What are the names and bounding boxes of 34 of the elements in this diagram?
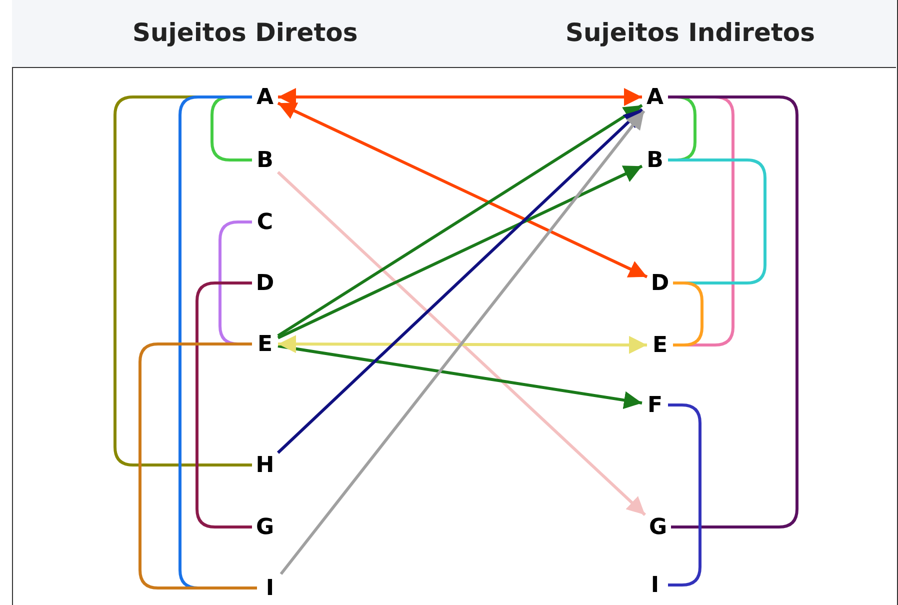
letter-label: A xyxy=(646,84,664,110)
letter-label: F xyxy=(647,392,663,418)
column-heading: Sujeitos Indiretos xyxy=(566,18,815,47)
arrow xyxy=(276,108,644,454)
bracket-line xyxy=(114,96,252,466)
arrow xyxy=(277,164,643,340)
arrow xyxy=(278,344,642,410)
letter-label: I xyxy=(266,576,274,600)
arrow xyxy=(278,335,647,354)
arrow xyxy=(276,171,646,516)
bracket-line xyxy=(196,282,252,528)
bracket-line xyxy=(668,96,798,528)
arrow xyxy=(280,110,646,575)
letter-label: D xyxy=(256,270,274,296)
letter-label: B xyxy=(646,148,664,172)
bracket-line xyxy=(668,404,702,586)
letter-label: B xyxy=(256,148,274,172)
arrow xyxy=(277,104,643,338)
letter-label: A xyxy=(256,84,274,110)
letter-label: I xyxy=(650,572,660,598)
column-heading: Sujeitos Diretos xyxy=(132,18,358,47)
bracket-line xyxy=(138,342,257,590)
bracket-line xyxy=(218,220,252,346)
bracket-line xyxy=(673,282,704,346)
letter-label: G xyxy=(648,514,668,540)
letter-label: G xyxy=(256,514,274,540)
letter-label: E xyxy=(257,332,273,356)
letter-label: E xyxy=(652,332,668,358)
letter-label: H xyxy=(256,452,274,478)
arrow xyxy=(278,88,642,106)
arrow xyxy=(277,102,648,278)
letter-label: C xyxy=(256,210,274,234)
bracket-line xyxy=(668,158,766,284)
letter-label: D xyxy=(650,270,670,296)
